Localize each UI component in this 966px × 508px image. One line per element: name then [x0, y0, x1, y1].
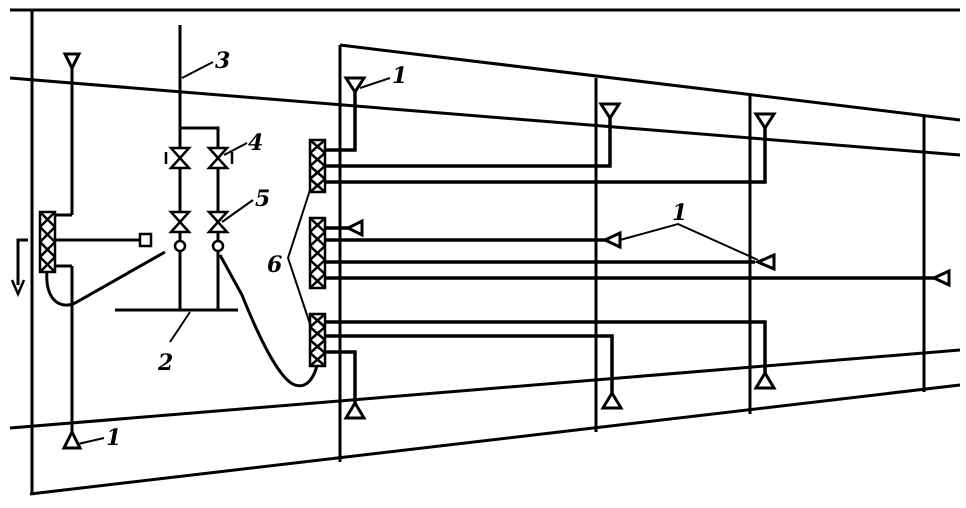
label-manifold-6: 6 — [267, 252, 282, 278]
valve-5 — [168, 210, 230, 253]
label-consumer-1-right: 1 — [672, 200, 687, 226]
nozzle-top-left — [63, 52, 81, 70]
label-valve-5: 5 — [255, 186, 270, 212]
nozzle-bottom-left — [61, 428, 83, 450]
leader-lines — [77, 61, 759, 445]
label-consumer-1-top: 1 — [392, 63, 407, 89]
valve-4 — [164, 146, 234, 170]
label-bus-2: 2 — [157, 350, 173, 376]
label-consumer-1-bottom: 1 — [106, 425, 121, 451]
manifold-6-leaders — [286, 189, 313, 331]
label-valve-4: 4 — [248, 130, 263, 156]
left-manifold — [10, 68, 166, 438]
left-manifold-block — [38, 210, 57, 274]
label-supply-3: 3 — [215, 48, 230, 74]
distribution-pipes — [325, 88, 934, 405]
central-manifold-blocks — [308, 138, 327, 368]
sensor-box — [138, 232, 153, 248]
frame — [9, 8, 961, 496]
supply-lines — [115, 25, 320, 388]
